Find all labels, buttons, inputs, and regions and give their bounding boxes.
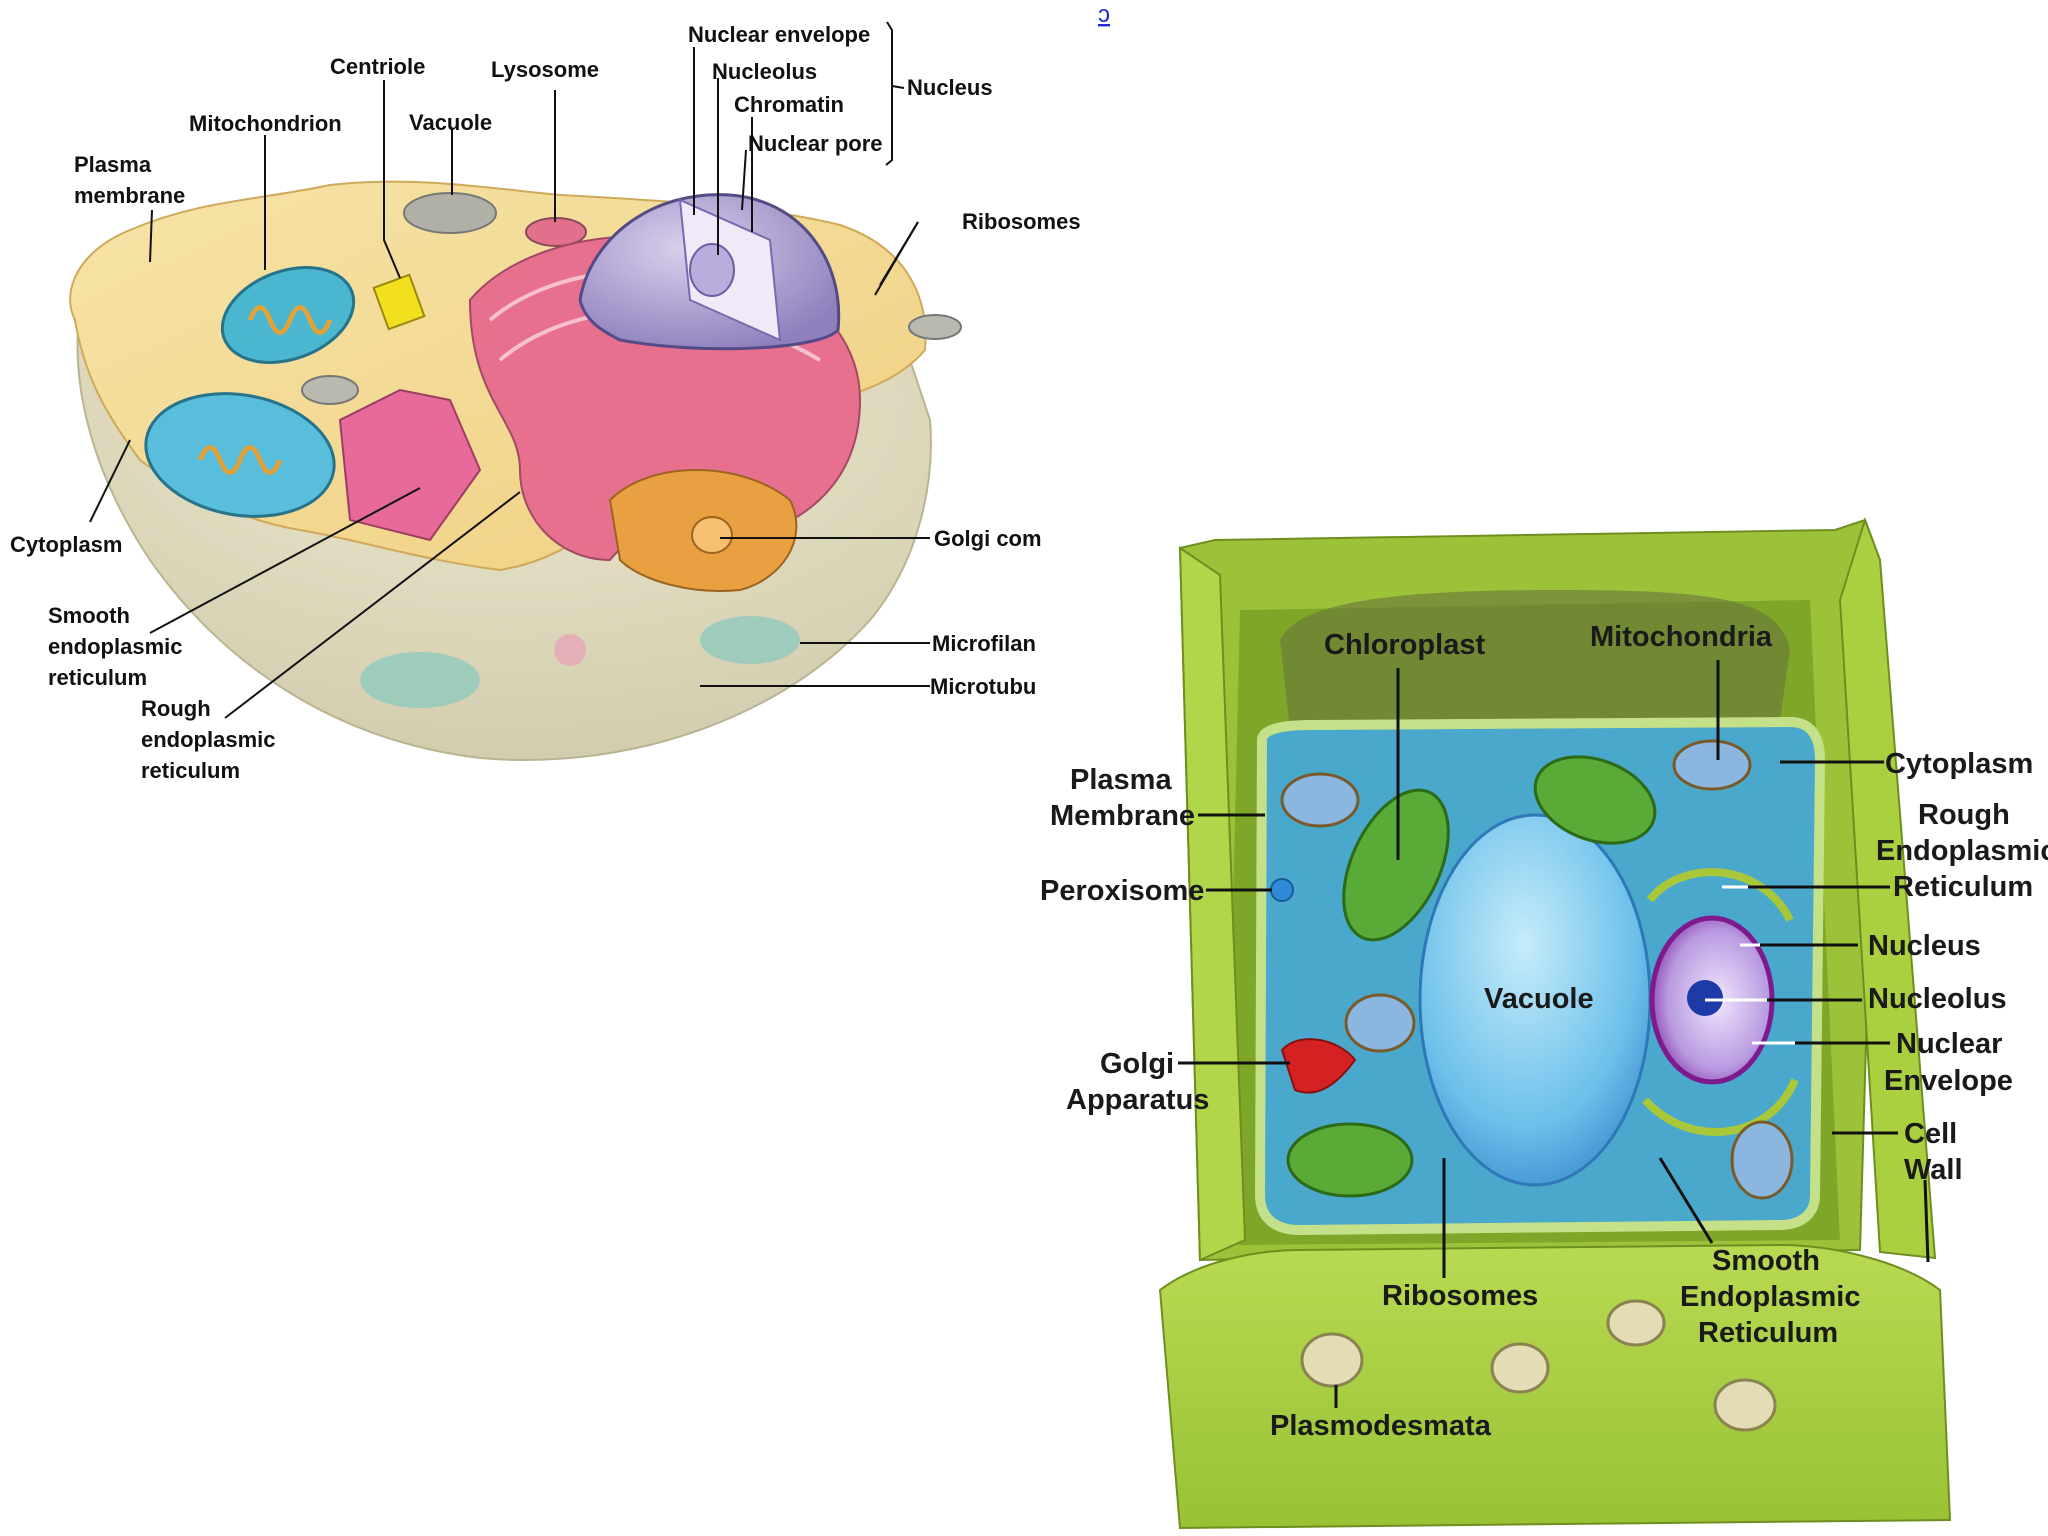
label-nucleus: Nucleus — [1868, 930, 1981, 962]
cell-wall-right — [1838, 516, 1937, 1260]
label-rough-er: Rough — [141, 696, 211, 721]
cell-wall-front — [1158, 1243, 1952, 1530]
mitochondrion-cristae — [197, 445, 283, 475]
label-cytoplasm: Cytoplasm — [1885, 748, 2033, 780]
peroxisome-organelle — [1270, 878, 1294, 902]
animal-leader-lines — [89, 21, 930, 719]
label-peroxisome: Peroxisome — [1040, 875, 1204, 907]
plasmodesma — [1300, 1332, 1364, 1388]
plasmodesma — [1490, 1342, 1550, 1394]
label-mitochondria: Mitochondria — [1590, 621, 1773, 653]
label-ribosomes: Ribosomes — [962, 209, 1081, 234]
plasmodesmata-pits — [1300, 1299, 1777, 1432]
label-vacuole: Vacuole — [409, 110, 492, 135]
label-ribosomes: Ribosomes — [1382, 1280, 1538, 1312]
plant-cell: Chloroplast Mitochondria Cytoplasm Rough… — [1040, 516, 2048, 1530]
label-smooth-er: Reticulum — [1698, 1317, 1838, 1349]
label-lysosome: Lysosome — [491, 57, 599, 82]
label-plasma-membrane: membrane — [74, 183, 185, 208]
label-cytoplasm: Cytoplasm — [10, 532, 122, 557]
label-nuclear-envelope: Nuclear — [1896, 1028, 2002, 1060]
label-plasma-membrane: Plasma — [1070, 764, 1172, 796]
label-rough-er: Endoplasmic — [1876, 835, 2048, 867]
plant-mitochondrion-organelle — [1672, 739, 1752, 791]
plant-rough-er — [1642, 868, 1799, 1136]
label-vacuole: Vacuole — [1484, 983, 1594, 1015]
nucleolus-organelle — [689, 243, 735, 297]
label-nucleus: Nucleus — [907, 75, 993, 100]
label-golgi-apparatus: Apparatus — [1066, 1084, 1209, 1116]
plasmodesma — [1606, 1299, 1666, 1347]
label-nuclear-envelope: Nuclear envelope — [688, 22, 870, 47]
label-microfilaments: Microfilan — [932, 631, 1036, 656]
label-plasmodesmata: Plasmodesmata — [1270, 1410, 1492, 1442]
label-chromatin: Chromatin — [734, 92, 844, 117]
corner-mark[interactable]: ɔ — [1098, 1, 1110, 28]
inclusion — [700, 616, 800, 664]
label-rough-er: reticulum — [141, 758, 240, 783]
chloroplast-organelle — [1286, 1122, 1414, 1198]
inclusion — [554, 634, 586, 666]
label-centriole: Centriole — [330, 54, 425, 79]
label-nuclear-pore: Nuclear pore — [748, 131, 883, 156]
label-plasma-membrane: Plasma — [74, 152, 152, 177]
plant-golgi-organelle — [1280, 1038, 1357, 1094]
chloroplast-organelle — [1342, 788, 1450, 942]
label-microtubules: Microtubu — [930, 674, 1036, 699]
animal-cell: Plasma membrane Mitochondrion Centriole … — [10, 1, 1110, 783]
label-golgi: Golgi com — [934, 526, 1042, 551]
plant-mitochondrion-organelle — [1730, 1120, 1794, 1200]
plasmodesma — [1713, 1378, 1777, 1432]
small-vesicle — [908, 314, 962, 340]
plant-mitochondrion-organelle — [1280, 772, 1360, 828]
label-chloroplast: Chloroplast — [1324, 629, 1485, 661]
golgi-vesicle — [691, 516, 733, 554]
label-rough-er: endoplasmic — [141, 727, 275, 752]
plant-leader-lines — [1178, 660, 1930, 1408]
label-mitochondrion: Mitochondrion — [189, 111, 342, 136]
mitochondrion-organelle — [220, 266, 356, 364]
smooth-er-organelle — [338, 388, 482, 542]
label-rough-er: Reticulum — [1893, 871, 2033, 903]
label-nucleolus: Nucleolus — [1868, 983, 2007, 1015]
label-smooth-er: Smooth — [1712, 1245, 1820, 1277]
small-vesicle — [301, 375, 359, 405]
label-smooth-er: endoplasmic — [48, 634, 182, 659]
vacuole-organelle — [403, 192, 497, 234]
label-cell-wall: Wall — [1904, 1154, 1963, 1186]
plant-nucleolus-organelle — [1687, 980, 1723, 1016]
label-cell-wall: Cell — [1904, 1118, 1957, 1150]
label-plasma-membrane: Membrane — [1050, 800, 1195, 832]
label-nucleolus: Nucleolus — [712, 59, 817, 84]
label-golgi-apparatus: Golgi — [1100, 1048, 1174, 1080]
cell-wall-left — [1178, 546, 1247, 1262]
label-smooth-er: Smooth — [48, 603, 130, 628]
plant-mitochondrion-organelle — [1344, 993, 1416, 1053]
mitochondrion-cristae — [247, 305, 333, 335]
label-smooth-er: reticulum — [48, 665, 147, 690]
chloroplast-organelle — [1533, 755, 1657, 845]
label-rough-er: Rough — [1918, 799, 2010, 831]
label-smooth-er: Endoplasmic — [1680, 1281, 1861, 1313]
cell-wall-top-band — [1280, 590, 1790, 730]
inclusion — [360, 652, 480, 708]
centriole-organelle — [372, 273, 426, 331]
label-nuclear-envelope: Envelope — [1884, 1065, 2013, 1097]
